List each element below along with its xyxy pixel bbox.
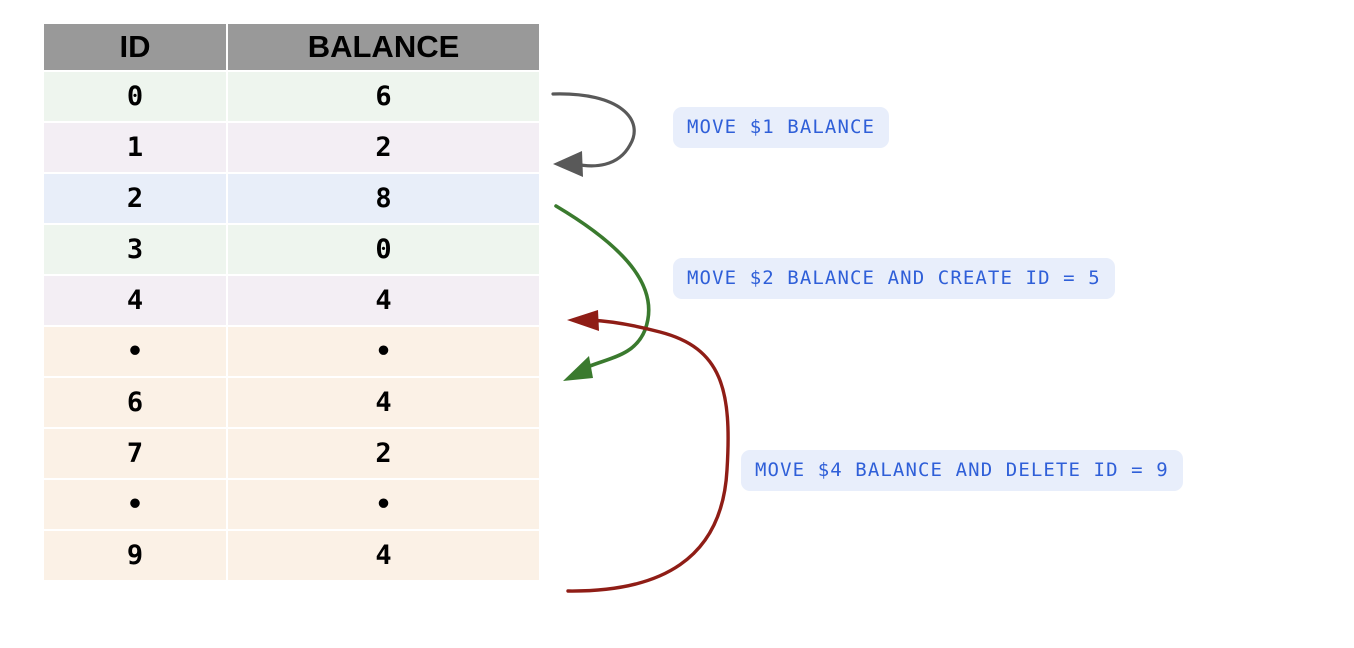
table-header-row: ID BALANCE — [44, 24, 539, 70]
annotation-label-move-4: MOVE $4 BALANCE AND DELETE ID = 9 — [741, 450, 1183, 491]
table-row-ellipsis: • • — [44, 480, 539, 529]
cell-balance: 6 — [228, 72, 539, 121]
arrow-move-2-head — [563, 356, 593, 381]
arrow-move-4-head — [567, 310, 599, 331]
cell-balance: • — [228, 480, 539, 529]
cell-id: • — [44, 480, 226, 529]
cell-id: 4 — [44, 276, 226, 325]
balance-table: ID BALANCE 0 6 1 2 2 8 3 0 4 4 — [42, 22, 541, 582]
cell-balance: 8 — [228, 174, 539, 223]
table-row: 4 4 — [44, 276, 539, 325]
cell-id: 1 — [44, 123, 226, 172]
table-row-ellipsis: • • — [44, 327, 539, 376]
annotation-label-move-1: MOVE $1 BALANCE — [673, 107, 890, 148]
cell-id: 0 — [44, 72, 226, 121]
table-body: 0 6 1 2 2 8 3 0 4 4 • • — [44, 72, 539, 580]
cell-balance: 4 — [228, 531, 539, 580]
cell-id: 3 — [44, 225, 226, 274]
cell-id: 6 — [44, 378, 226, 427]
table-row: 1 2 — [44, 123, 539, 172]
arrow-move-2-path — [554, 204, 651, 374]
table-row: 3 0 — [44, 225, 539, 274]
cell-id: • — [44, 327, 226, 376]
table-row: 6 4 — [44, 378, 539, 427]
arrow-move-4-path — [566, 318, 730, 593]
table-row: 0 6 — [44, 72, 539, 121]
cell-id: 9 — [44, 531, 226, 580]
column-header-id: ID — [44, 24, 226, 70]
arrow-move-1-path — [551, 92, 636, 168]
cell-balance: 0 — [228, 225, 539, 274]
table-row: 2 8 — [44, 174, 539, 223]
arrow-move-1-head — [553, 151, 583, 177]
cell-balance: • — [228, 327, 539, 376]
column-header-balance: BALANCE — [228, 24, 539, 70]
cell-id: 2 — [44, 174, 226, 223]
cell-balance: 4 — [228, 276, 539, 325]
cell-balance: 4 — [228, 378, 539, 427]
cell-balance: 2 — [228, 123, 539, 172]
cell-id: 7 — [44, 429, 226, 478]
table-row: 9 4 — [44, 531, 539, 580]
cell-balance: 2 — [228, 429, 539, 478]
annotation-label-move-2: MOVE $2 BALANCE AND CREATE ID = 5 — [673, 258, 1115, 299]
table-row: 7 2 — [44, 429, 539, 478]
